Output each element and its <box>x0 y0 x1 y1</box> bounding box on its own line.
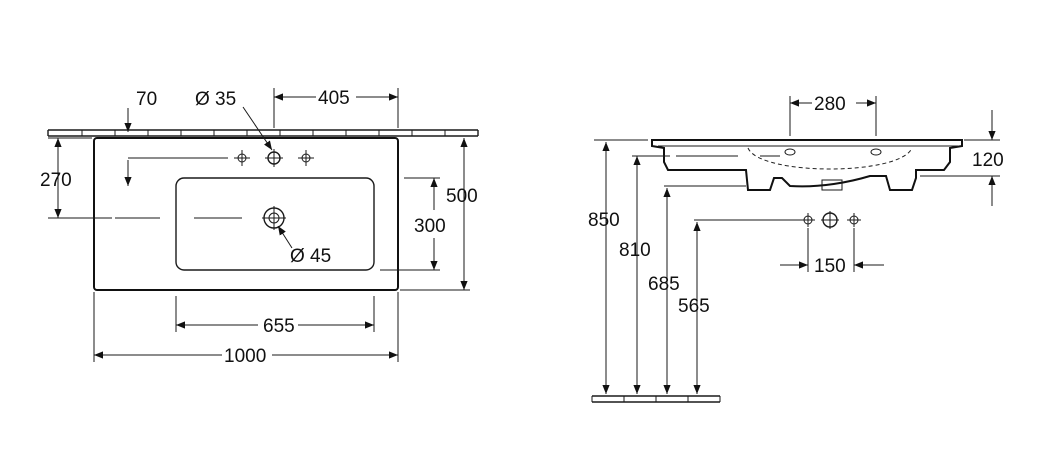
basin-profile <box>651 139 963 191</box>
dim-270-label: 270 <box>40 170 72 191</box>
dim-280-label: 280 <box>814 94 846 115</box>
dim-850-label: 850 <box>588 210 620 231</box>
dim-120-label: 120 <box>972 150 1004 171</box>
drain-icon <box>262 206 286 230</box>
dim-70-label: 70 <box>136 89 157 110</box>
dim-685-label: 685 <box>648 274 680 295</box>
tap-holes-side <box>801 211 861 229</box>
dim-1000-label: 1000 <box>224 346 266 367</box>
dim-405-label: 405 <box>318 88 350 109</box>
dim-d45-label: Ø 45 <box>290 246 331 267</box>
top-view: 70 Ø 35 405 270 500 300 Ø 45 655 <box>40 88 479 367</box>
dim-500-label: 500 <box>446 186 478 207</box>
waste-outlet-icon <box>821 179 843 191</box>
dim-300-label: 300 <box>414 216 446 237</box>
side-view: 850 810 685 565 280 120 <box>588 94 1004 403</box>
floor-strip <box>591 395 721 403</box>
dim-565-label: 565 <box>678 296 710 317</box>
dim-810-label: 810 <box>619 240 651 261</box>
bowl-outline <box>175 177 375 271</box>
dim-d35-label: Ø 35 <box>195 89 236 110</box>
tap-holes <box>234 149 314 167</box>
dim-150-label: 150 <box>814 256 846 277</box>
wall-strip <box>47 129 479 137</box>
basin-outline <box>93 137 399 291</box>
dim-655-label: 655 <box>263 316 295 337</box>
bowl-hidden-line <box>747 147 913 170</box>
